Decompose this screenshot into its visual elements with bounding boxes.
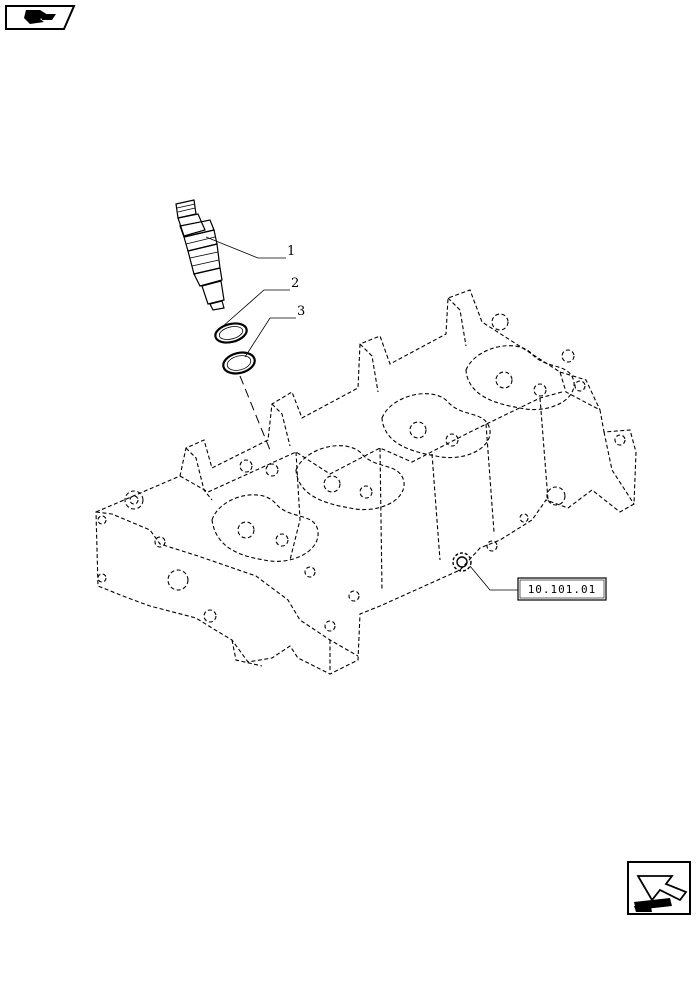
leader-line-2 xyxy=(221,289,290,328)
reference-box[interactable]: 10.101.01 xyxy=(517,577,607,601)
o-ring-3 xyxy=(222,351,256,375)
leader-line-1 xyxy=(205,236,286,259)
book-arrow-icon[interactable] xyxy=(5,5,76,30)
o-ring-2 xyxy=(214,322,248,344)
next-page-arrow-icon[interactable] xyxy=(627,861,691,915)
leader-line-3 xyxy=(244,317,296,358)
installation-axis xyxy=(239,375,271,451)
reference-code[interactable]: 10.101.01 xyxy=(528,583,597,596)
cylinder-head xyxy=(95,289,637,675)
callout-3: 3 xyxy=(297,304,305,319)
callout-1: 1 xyxy=(287,244,295,259)
fuel-injector xyxy=(175,199,225,311)
side-plug xyxy=(452,552,472,572)
reference-leader xyxy=(469,565,518,591)
callout-2: 2 xyxy=(291,276,299,291)
